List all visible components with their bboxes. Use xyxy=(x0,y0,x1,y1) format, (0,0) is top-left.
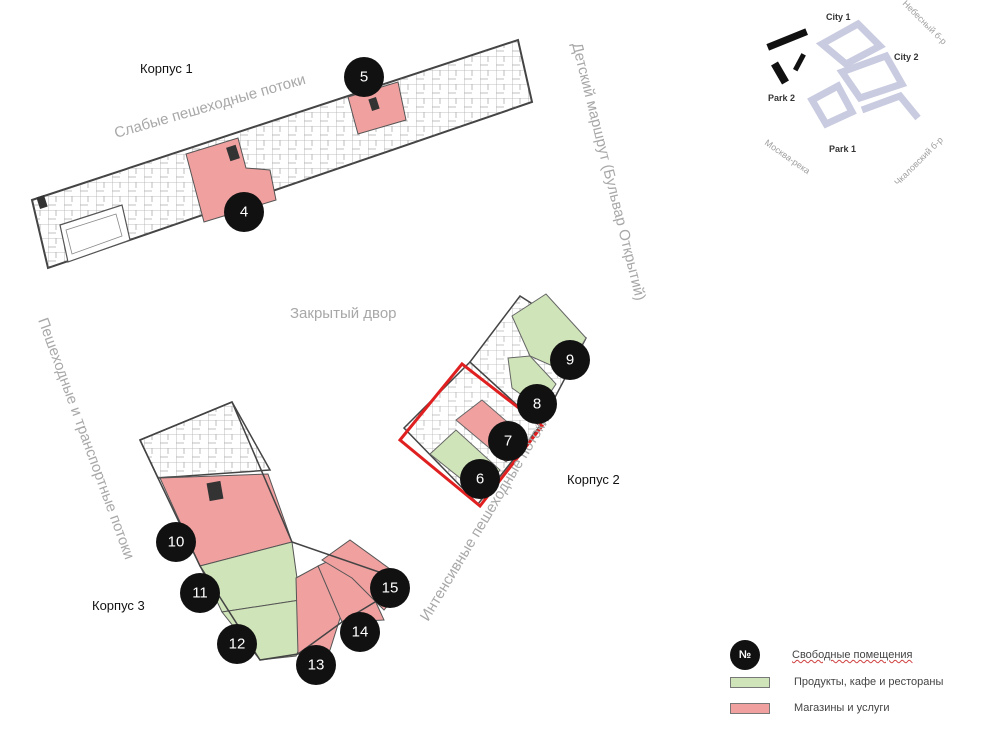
badge-7[interactable]: 7 xyxy=(488,421,528,461)
building-2-label: Корпус 2 xyxy=(567,472,620,487)
highlight-frame xyxy=(397,361,545,509)
svg-text:6: 6 xyxy=(476,471,484,488)
svg-text:14: 14 xyxy=(352,624,369,641)
minimap-park-2: Park 2 xyxy=(768,93,795,103)
svg-text:8: 8 xyxy=(533,396,541,413)
badge-13[interactable]: 13 xyxy=(296,645,336,685)
svg-text:15: 15 xyxy=(382,580,399,597)
building-3-plan xyxy=(138,401,410,661)
minimap-city-2: City 2 xyxy=(894,52,919,62)
legend-shops: Магазины и услуги xyxy=(730,702,890,714)
minimap-park-1: Park 1 xyxy=(829,144,856,154)
badge-6[interactable]: 6 xyxy=(460,459,500,499)
legend-free-label: Свободные помещения xyxy=(792,649,913,661)
location-minimap: City 1 City 2 Park 2 Park 1 Небесный б-р… xyxy=(763,0,949,187)
badge-12[interactable]: 12 xyxy=(217,624,257,664)
building-1-label: Корпус 1 xyxy=(140,61,193,76)
legend-shops-swatch xyxy=(730,702,770,714)
legend-food-label: Продукты, кафе и рестораны xyxy=(794,676,944,688)
badge-11[interactable]: 11 xyxy=(180,573,220,613)
minimap-street-chkalovsky: Чкаловский б-р xyxy=(892,135,945,188)
svg-text:11: 11 xyxy=(192,585,208,602)
courtyard-label: Закрытый двор xyxy=(290,305,397,322)
badge-14[interactable]: 14 xyxy=(340,612,380,652)
badge-8[interactable]: 8 xyxy=(517,384,557,424)
badge-9[interactable]: 9 xyxy=(550,340,590,380)
svg-text:10: 10 xyxy=(168,534,185,551)
legend-food-swatch xyxy=(730,676,770,688)
svg-text:13: 13 xyxy=(308,657,325,674)
pedestrian-transport-label: Пешеходные и транспортные потоки xyxy=(34,316,137,562)
minimap-street-nebesny: Небесный б-р xyxy=(901,0,949,46)
legend-free: № Свободные помещения xyxy=(730,640,913,670)
badge-5[interactable]: 5 xyxy=(344,57,384,97)
svg-text:7: 7 xyxy=(504,433,512,450)
svg-text:12: 12 xyxy=(229,636,246,653)
building-1-plan xyxy=(30,38,534,270)
badge-4[interactable]: 4 xyxy=(224,192,264,232)
legend-shops-label: Магазины и услуги xyxy=(794,702,890,714)
building-3-label: Корпус 3 xyxy=(92,598,145,613)
legend-badge-icon: № xyxy=(730,640,760,670)
legend-food: Продукты, кафе и рестораны xyxy=(730,676,943,688)
kids-route-label: Детский маршрут (Бульвар Открытий) xyxy=(568,41,649,302)
building-2-plan xyxy=(397,293,587,509)
badge-10[interactable]: 10 xyxy=(156,522,196,562)
svg-text:9: 9 xyxy=(566,352,574,369)
minimap-river: Москва-река xyxy=(763,137,812,176)
svg-text:4: 4 xyxy=(240,204,248,221)
premise-13-area xyxy=(295,565,343,655)
badge-15[interactable]: 15 xyxy=(370,568,410,608)
svg-text:5: 5 xyxy=(360,69,368,86)
minimap-city-1: City 1 xyxy=(826,12,851,22)
